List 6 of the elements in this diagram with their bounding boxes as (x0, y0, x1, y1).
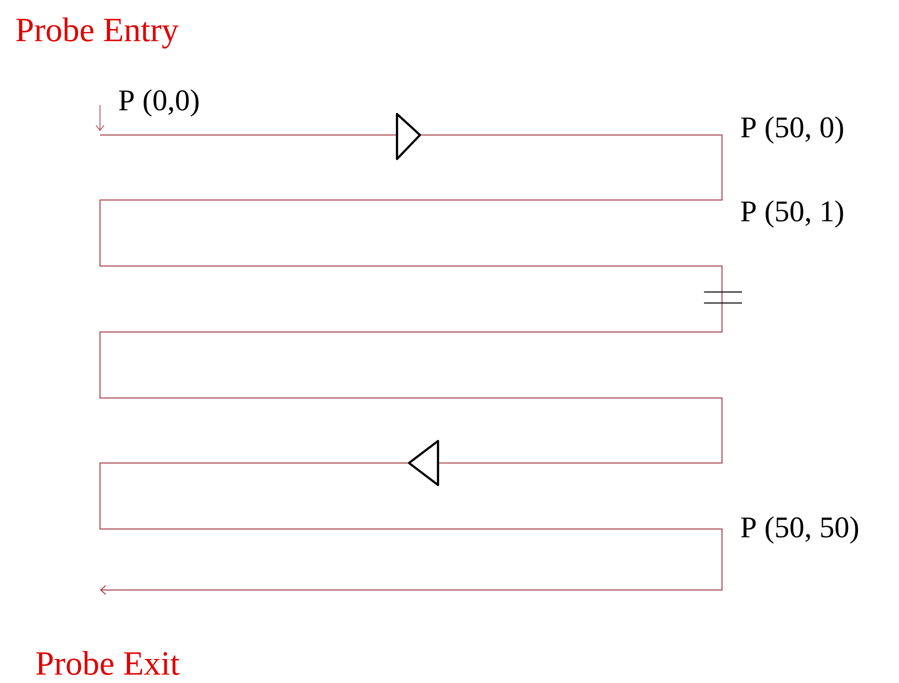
point-label: Probe Exit (36, 651, 180, 675)
point-label: P (50, 0) (741, 116, 844, 144)
point-label: Probe Entry (16, 18, 178, 48)
point-label: P (50, 1) (741, 200, 844, 228)
point-label: P (0,0) (119, 89, 199, 117)
point-label: P (50, 50) (741, 516, 858, 544)
